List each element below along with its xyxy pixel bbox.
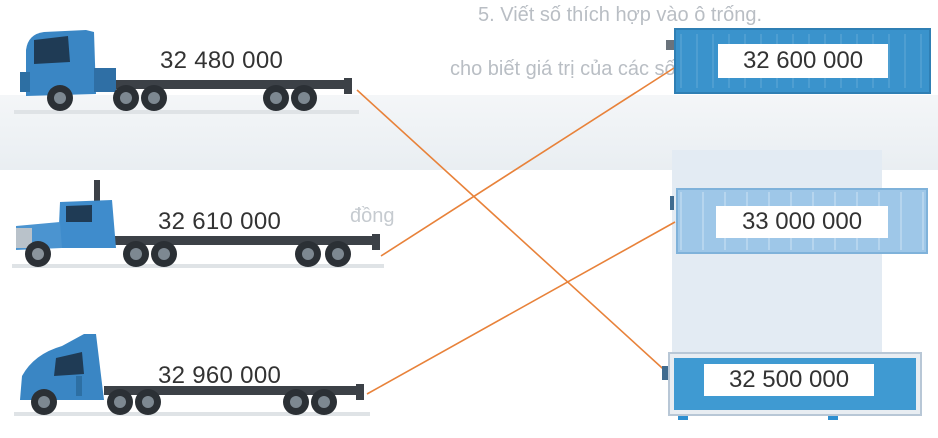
container-door-icon [666,40,674,50]
container-2-label: 33 000 000 [716,206,888,238]
truck-2-price: 32 610 000 [158,208,282,235]
container-3[interactable]: 32 500 000 [662,352,922,420]
truck-3-price: 32 960 000 [158,362,282,389]
container-door-icon [670,196,674,210]
connection-line-1 [356,89,673,378]
container-door-icon [662,366,668,380]
truck-1[interactable] [14,28,359,118]
container-2[interactable]: 33 000 000 [670,188,928,254]
container-foot [828,416,838,420]
truck-2[interactable] [12,178,384,273]
flatbed-truck-icon [14,30,359,114]
background-word: đồng [350,205,395,227]
truck-3[interactable] [14,330,370,420]
flatbed-truck-icon [14,334,370,416]
connection-line-3 [366,221,676,395]
flatbed-truck-icon [12,180,384,268]
container-1-label: 32 600 000 [718,44,888,78]
container-3-label: 32 500 000 [704,364,874,396]
truck-1-price: 32 480 000 [160,47,284,74]
container-foot [678,416,688,420]
container-1[interactable]: 32 600 000 [666,28,931,94]
exercise-heading: 5. Viết số thích hợp vào ô trống. [478,4,763,26]
connection-line-2 [380,67,675,257]
